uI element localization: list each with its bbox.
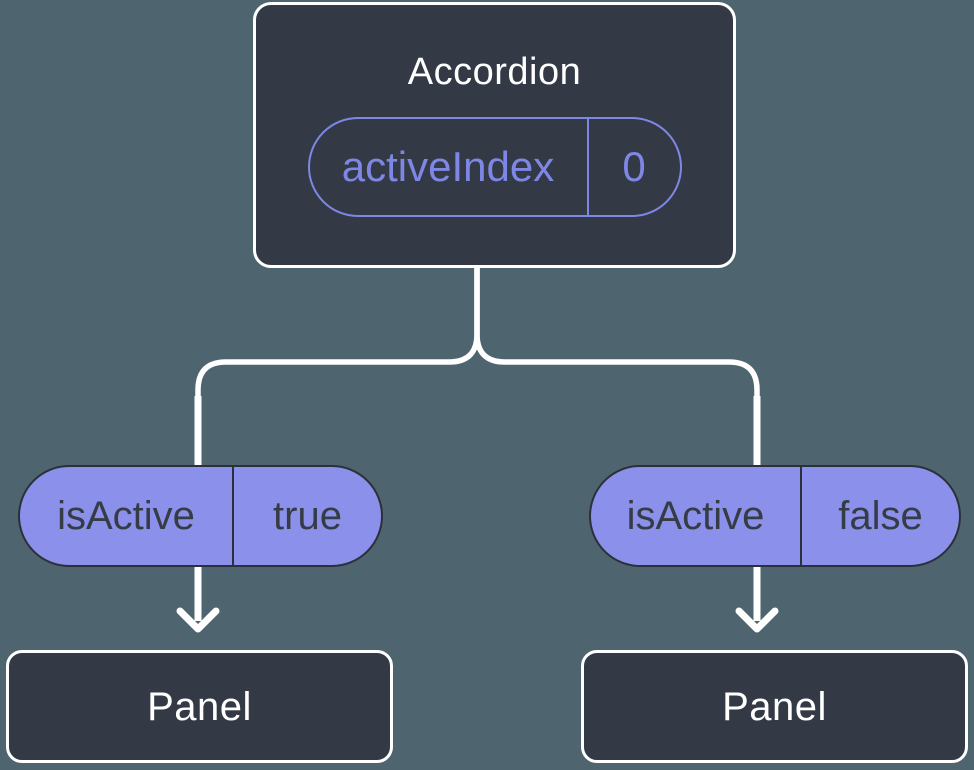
prop-pill-label: isActive: [626, 494, 765, 538]
panel-node-right: Panel: [581, 650, 968, 763]
prop-pill-value: false: [800, 467, 959, 565]
panel-node-left: Panel: [6, 650, 393, 763]
state-pill: activeIndex 0: [307, 117, 682, 217]
arrow-down-icon: [176, 607, 220, 633]
accordion-node-title: Accordion: [407, 51, 582, 93]
arrow-down-icon: [735, 607, 779, 633]
accordion-node: Accordion activeIndex 0: [253, 2, 736, 268]
panel-node-title: Panel: [147, 684, 252, 729]
prop-pill-left: isActive true: [18, 465, 383, 567]
prop-pill-value: true: [232, 467, 381, 565]
connector-right-branch: [474, 266, 760, 400]
prop-pill-right: isActive false: [589, 465, 961, 567]
panel-node-title: Panel: [722, 684, 827, 729]
connector-left-branch: [195, 266, 480, 400]
state-pill-value: 0: [586, 119, 680, 215]
prop-pill-label: isActive: [57, 494, 195, 538]
state-pill-label: activeIndex: [341, 143, 555, 190]
